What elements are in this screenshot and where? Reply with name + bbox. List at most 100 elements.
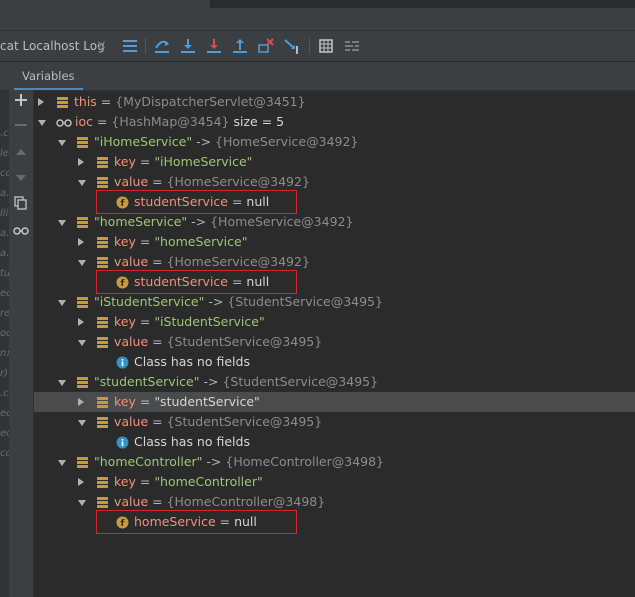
tree-row[interactable]: "homeController" -> {HomeController@3498… [34, 452, 635, 472]
tree-row[interactable]: key = "iHomeService" [34, 152, 635, 172]
remove-icon[interactable] [11, 118, 31, 138]
expand-arrow-icon[interactable] [78, 158, 84, 166]
variable-name: homeService [134, 514, 216, 529]
variable-value: "iHomeService" [154, 154, 253, 169]
field-icon [96, 175, 109, 188]
collapse-arrow-icon[interactable] [78, 500, 86, 506]
collapse-arrow-icon[interactable] [78, 340, 86, 346]
tree-row[interactable]: key = "homeController" [34, 472, 635, 492]
variable-value: "iStudentService" [154, 314, 265, 329]
variable-name: key [114, 234, 136, 249]
step-into-icon[interactable] [204, 36, 224, 56]
collapse-arrow-icon[interactable] [58, 220, 66, 226]
tree-row[interactable]: value = {HomeService@3492} [34, 172, 635, 192]
tab-close-icon[interactable]: × [96, 38, 107, 53]
field-icon [96, 155, 109, 168]
variable-name: value [114, 494, 149, 509]
gutter-fragment: ec [0, 428, 9, 439]
collapse-arrow-icon[interactable] [78, 420, 86, 426]
tree-row-text: value = {StudentService@3495} [114, 414, 323, 429]
variable-value: "studentService" [154, 394, 260, 409]
variable-value: {HomeService@3492} [166, 254, 310, 269]
menu-lines-icon[interactable] [120, 36, 140, 56]
tree-row[interactable]: "studentService" -> {StudentService@3495… [34, 372, 635, 392]
copy-icon[interactable] [11, 196, 31, 216]
step-over-icon[interactable] [178, 36, 198, 56]
variable-name: key [114, 474, 136, 489]
watch-icon [56, 115, 72, 128]
tree-row[interactable]: this = {MyDispatcherServlet@3451} [34, 92, 635, 112]
step-out-icon[interactable] [230, 36, 250, 56]
tree-row-text: studentService = null [134, 274, 270, 289]
field-icon [96, 395, 109, 408]
gutter-fragment: tu [0, 268, 9, 279]
variable-name: key [114, 154, 136, 169]
expand-arrow-icon[interactable] [78, 318, 84, 326]
trace-current-stream-icon[interactable] [342, 36, 362, 56]
info-icon [116, 435, 129, 449]
tab-localhost-log[interactable]: cat Localhost Log [0, 39, 105, 53]
variable-name: "homeController" [94, 454, 203, 469]
collapse-arrow-icon[interactable] [58, 140, 66, 146]
tree-row[interactable]: ioc = {HashMap@3454} size = 5 [34, 112, 635, 132]
tree-row[interactable]: value = {StudentService@3495} [34, 332, 635, 352]
tree-row[interactable]: "iHomeService" -> {HomeService@3492} [34, 132, 635, 152]
tree-row-text: "homeController" -> {HomeController@3498… [94, 452, 384, 472]
gutter-fragment: .c [0, 388, 9, 399]
expand-arrow-icon[interactable] [78, 478, 84, 486]
svg-text:f: f [121, 519, 125, 529]
variable-value: {MyDispatcherServlet@3451} [115, 94, 306, 109]
gutter-fragment: ec [0, 408, 9, 419]
add-icon[interactable] [11, 93, 31, 113]
variable-value: {HomeService@3492} [215, 134, 359, 149]
expand-arrow-icon[interactable] [78, 238, 84, 246]
collapse-arrow-icon[interactable] [78, 180, 86, 186]
variable-name: value [114, 414, 149, 429]
tree-row[interactable]: "iStudentService" -> {StudentService@349… [34, 292, 635, 312]
tree-row-text: key = "homeService" [114, 234, 248, 249]
toolbar-separator [309, 38, 310, 54]
tree-row[interactable]: "homeService" -> {HomeService@3492} [34, 212, 635, 232]
variable-name: "iStudentService" [94, 294, 205, 309]
highlight-box [96, 270, 297, 294]
tree-row[interactable]: value = {HomeService@3492} [34, 252, 635, 272]
variable-value: {HomeController@3498} [166, 494, 326, 509]
tree-row[interactable]: key = "studentService" [34, 392, 635, 412]
variable-name: value [114, 334, 149, 349]
gutter-fragment: ec [0, 288, 9, 299]
tree-row[interactable]: value = {HomeController@3498} [34, 492, 635, 512]
expand-arrow-icon[interactable] [78, 398, 84, 406]
map-arrow: -> [191, 214, 207, 229]
gutter-fragment: .c [0, 128, 9, 139]
tree-row[interactable]: key = "homeService" [34, 232, 635, 252]
collapse-arrow-icon[interactable] [58, 380, 66, 386]
evaluate-expression-icon[interactable] [316, 36, 336, 56]
up-icon[interactable] [11, 144, 31, 164]
info-icon [116, 355, 129, 369]
tree-row[interactable]: Class has no fields [34, 352, 635, 372]
map-arrow: -> [203, 374, 219, 389]
field-icon [96, 415, 109, 428]
collapse-arrow-icon[interactable] [58, 460, 66, 466]
watches-icon[interactable] [11, 222, 31, 242]
expand-arrow-icon[interactable] [38, 98, 44, 106]
run-to-cursor-icon[interactable] [282, 36, 302, 56]
gutter-fragment: nx [0, 348, 9, 359]
tab-variables[interactable]: Variables [14, 62, 83, 90]
collapse-arrow-icon[interactable] [38, 120, 46, 126]
tree-row[interactable]: key = "iStudentService" [34, 312, 635, 332]
collapse-arrow-icon[interactable] [58, 300, 66, 306]
gutter-fragment: a. [0, 248, 9, 259]
tree-row-text: value = {HomeService@3492} [114, 174, 310, 189]
show-execution-point-icon[interactable] [152, 36, 172, 56]
field-icon [96, 315, 109, 328]
down-icon[interactable] [11, 170, 31, 190]
drop-frame-icon[interactable] [256, 36, 276, 56]
variable-value: "homeController" [154, 474, 263, 489]
tree-row[interactable]: Class has no fields [34, 432, 635, 452]
collapse-arrow-icon[interactable] [78, 260, 86, 266]
tree-row[interactable]: value = {StudentService@3495} [34, 412, 635, 432]
